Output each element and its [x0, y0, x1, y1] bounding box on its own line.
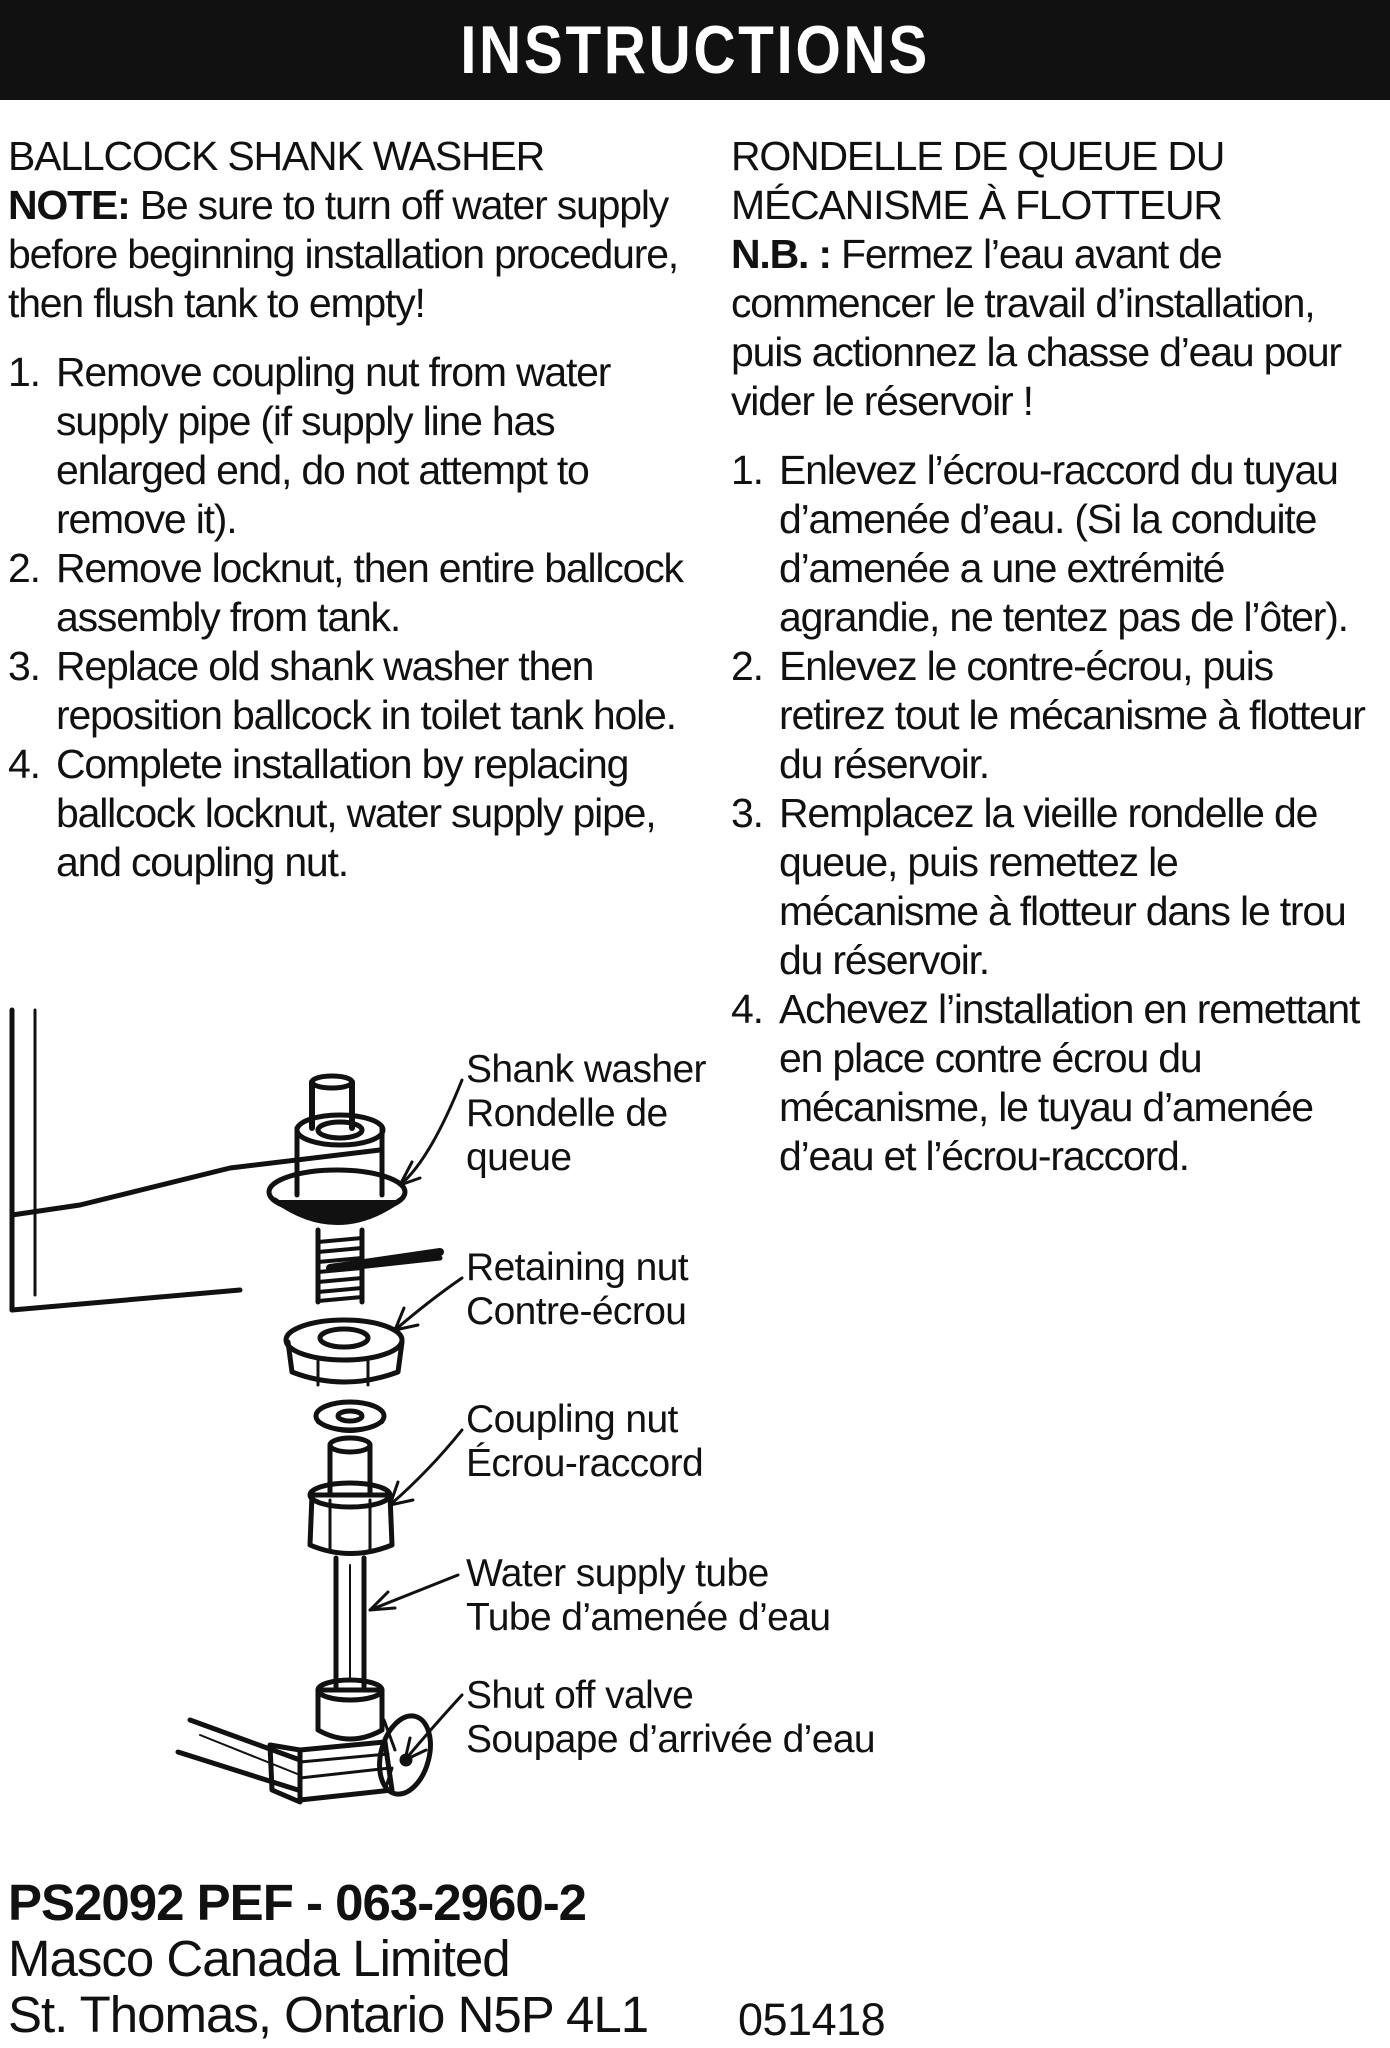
french-note-text: Fermez l’eau avant de commencer le trava… — [731, 231, 1342, 424]
footer: PS2092 PEF - 063-2960-2 Masco Canada Lim… — [8, 1874, 649, 2043]
english-note: NOTE: Be sure to turn off water supply b… — [8, 181, 698, 328]
callout-line: Water supply tube — [466, 1552, 769, 1595]
english-step: 4. Complete installation by replacing bal… — [8, 740, 698, 887]
callout-line: queue — [466, 1136, 572, 1179]
english-column: BALLCOCK SHANK WASHER NOTE: Be sure to t… — [8, 132, 698, 887]
callout-line: Soupape d’arrivée d’eau — [466, 1718, 876, 1761]
exploded-diagram: Shank washer Rondelle de queue Retaining… — [0, 990, 900, 1830]
step-number: 1. — [8, 349, 41, 395]
english-note-label: NOTE: — [8, 182, 131, 228]
english-step: 3. Replace old shank washer then repositi… — [8, 642, 698, 740]
callout-arrow — [388, 1428, 464, 1507]
callout-line: Shut off valve — [466, 1674, 694, 1717]
callout-line: Contre-écrou — [466, 1290, 687, 1333]
french-steps: 1. Enlevez l’écrou-raccord du tuyau d’ame… — [731, 446, 1381, 1181]
french-step: 4. Achevez l’installation en remettant en… — [731, 985, 1381, 1181]
callout-retaining-nut: Retaining nut Contre-écrou — [466, 1246, 689, 1334]
step-text: Remove coupling nut from water supply pi… — [56, 349, 611, 542]
tank-bottom-edge — [9, 1147, 383, 1218]
valve-handle — [377, 1713, 433, 1797]
callout-coupling-nut: Coupling nut Écrou-raccord — [466, 1398, 704, 1486]
step-number: 3. — [8, 643, 41, 689]
french-step: 1. Enlevez l’écrou-raccord du tuyau d’ame… — [731, 446, 1381, 642]
callout-water-supply-tube: Water supply tube Tube d’amenée d’eau — [466, 1552, 831, 1640]
french-column: RONDELLE DE QUEUE DU MÉCANISME À FLOTTEU… — [731, 132, 1381, 1181]
callout-line: Coupling nut — [466, 1398, 678, 1441]
banner-title: INSTRUCTIONS — [460, 12, 930, 88]
step-text: Enlevez le contre-écrou, puis retirez to… — [779, 643, 1366, 787]
callout-line: Rondelle de — [466, 1092, 668, 1135]
step-text: Enlevez l’écrou-raccord du tuyau d’amené… — [779, 447, 1349, 640]
callout-line: Shank washer — [466, 1048, 707, 1091]
company-name: Masco Canada Limited — [8, 1930, 511, 1987]
callout-shut-off-valve: Shut off valve Soupape d’arrivée d’eau — [466, 1674, 876, 1762]
step-number: 4. — [731, 986, 764, 1032]
english-step: 2. Remove locknut, then entire ballcock a… — [8, 544, 698, 642]
callout-arrow — [368, 1573, 460, 1612]
coupling-nut — [307, 1492, 395, 1556]
step-number: 2. — [731, 643, 764, 689]
english-note-text: Be sure to turn off water supply before … — [8, 182, 679, 326]
step-text: Achevez l’installation en remettant en p… — [779, 986, 1360, 1179]
french-heading-line2: MÉCANISME À FLOTTEUR — [731, 182, 1223, 228]
callout-arrow — [393, 1276, 464, 1332]
tank-base-edge — [9, 1255, 443, 1313]
callout-line: Retaining nut — [466, 1246, 689, 1289]
french-step: 3. Remplacez la vieille rondelle de queue… — [731, 789, 1381, 985]
document-code: 051418 — [738, 1994, 886, 2045]
step-number: 2. — [8, 545, 41, 591]
step-text: Complete installation by replacing ballc… — [56, 741, 657, 885]
step-number: 1. — [731, 447, 764, 493]
english-heading: BALLCOCK SHANK WASHER — [8, 133, 545, 179]
callout-shank-washer: Shank washer Rondelle de queue — [466, 1048, 707, 1180]
step-text: Remove locknut, then entire ballcock ass… — [56, 545, 684, 640]
part-number: PS2092 PEF - 063-2960-2 — [8, 1874, 587, 1931]
retaining-nut — [283, 1317, 405, 1363]
step-number: 4. — [8, 741, 41, 787]
step-text: Remplacez la vieille rondelle de queue, … — [779, 790, 1347, 983]
callout-arrow — [398, 1078, 464, 1187]
english-steps: 1. Remove coupling nut from water supply … — [8, 348, 698, 887]
french-note-label: N.B. : — [731, 231, 832, 277]
french-step: 2. Enlevez le contre-écrou, puis retirez … — [731, 642, 1381, 789]
french-heading-line1: RONDELLE DE QUEUE DU — [731, 133, 1225, 179]
callout-line: Tube d’amenée d’eau — [466, 1596, 831, 1639]
company-address: St. Thomas, Ontario N5P 4L1 — [8, 1986, 649, 2043]
callout-line: Écrou-raccord — [466, 1442, 704, 1485]
water-supply-tube — [333, 1555, 367, 1693]
instructions-banner: INSTRUCTIONS — [0, 0, 1390, 100]
step-number: 3. — [731, 790, 764, 836]
step-text: Replace old shank washer then reposition… — [56, 643, 677, 738]
callout-arrow — [403, 1693, 464, 1762]
french-note: N.B. : Fermez l’eau avant de commencer l… — [731, 230, 1381, 426]
ballcock-assembly-illustration — [9, 1007, 464, 1805]
english-step: 1. Remove coupling nut from water supply … — [8, 348, 698, 544]
